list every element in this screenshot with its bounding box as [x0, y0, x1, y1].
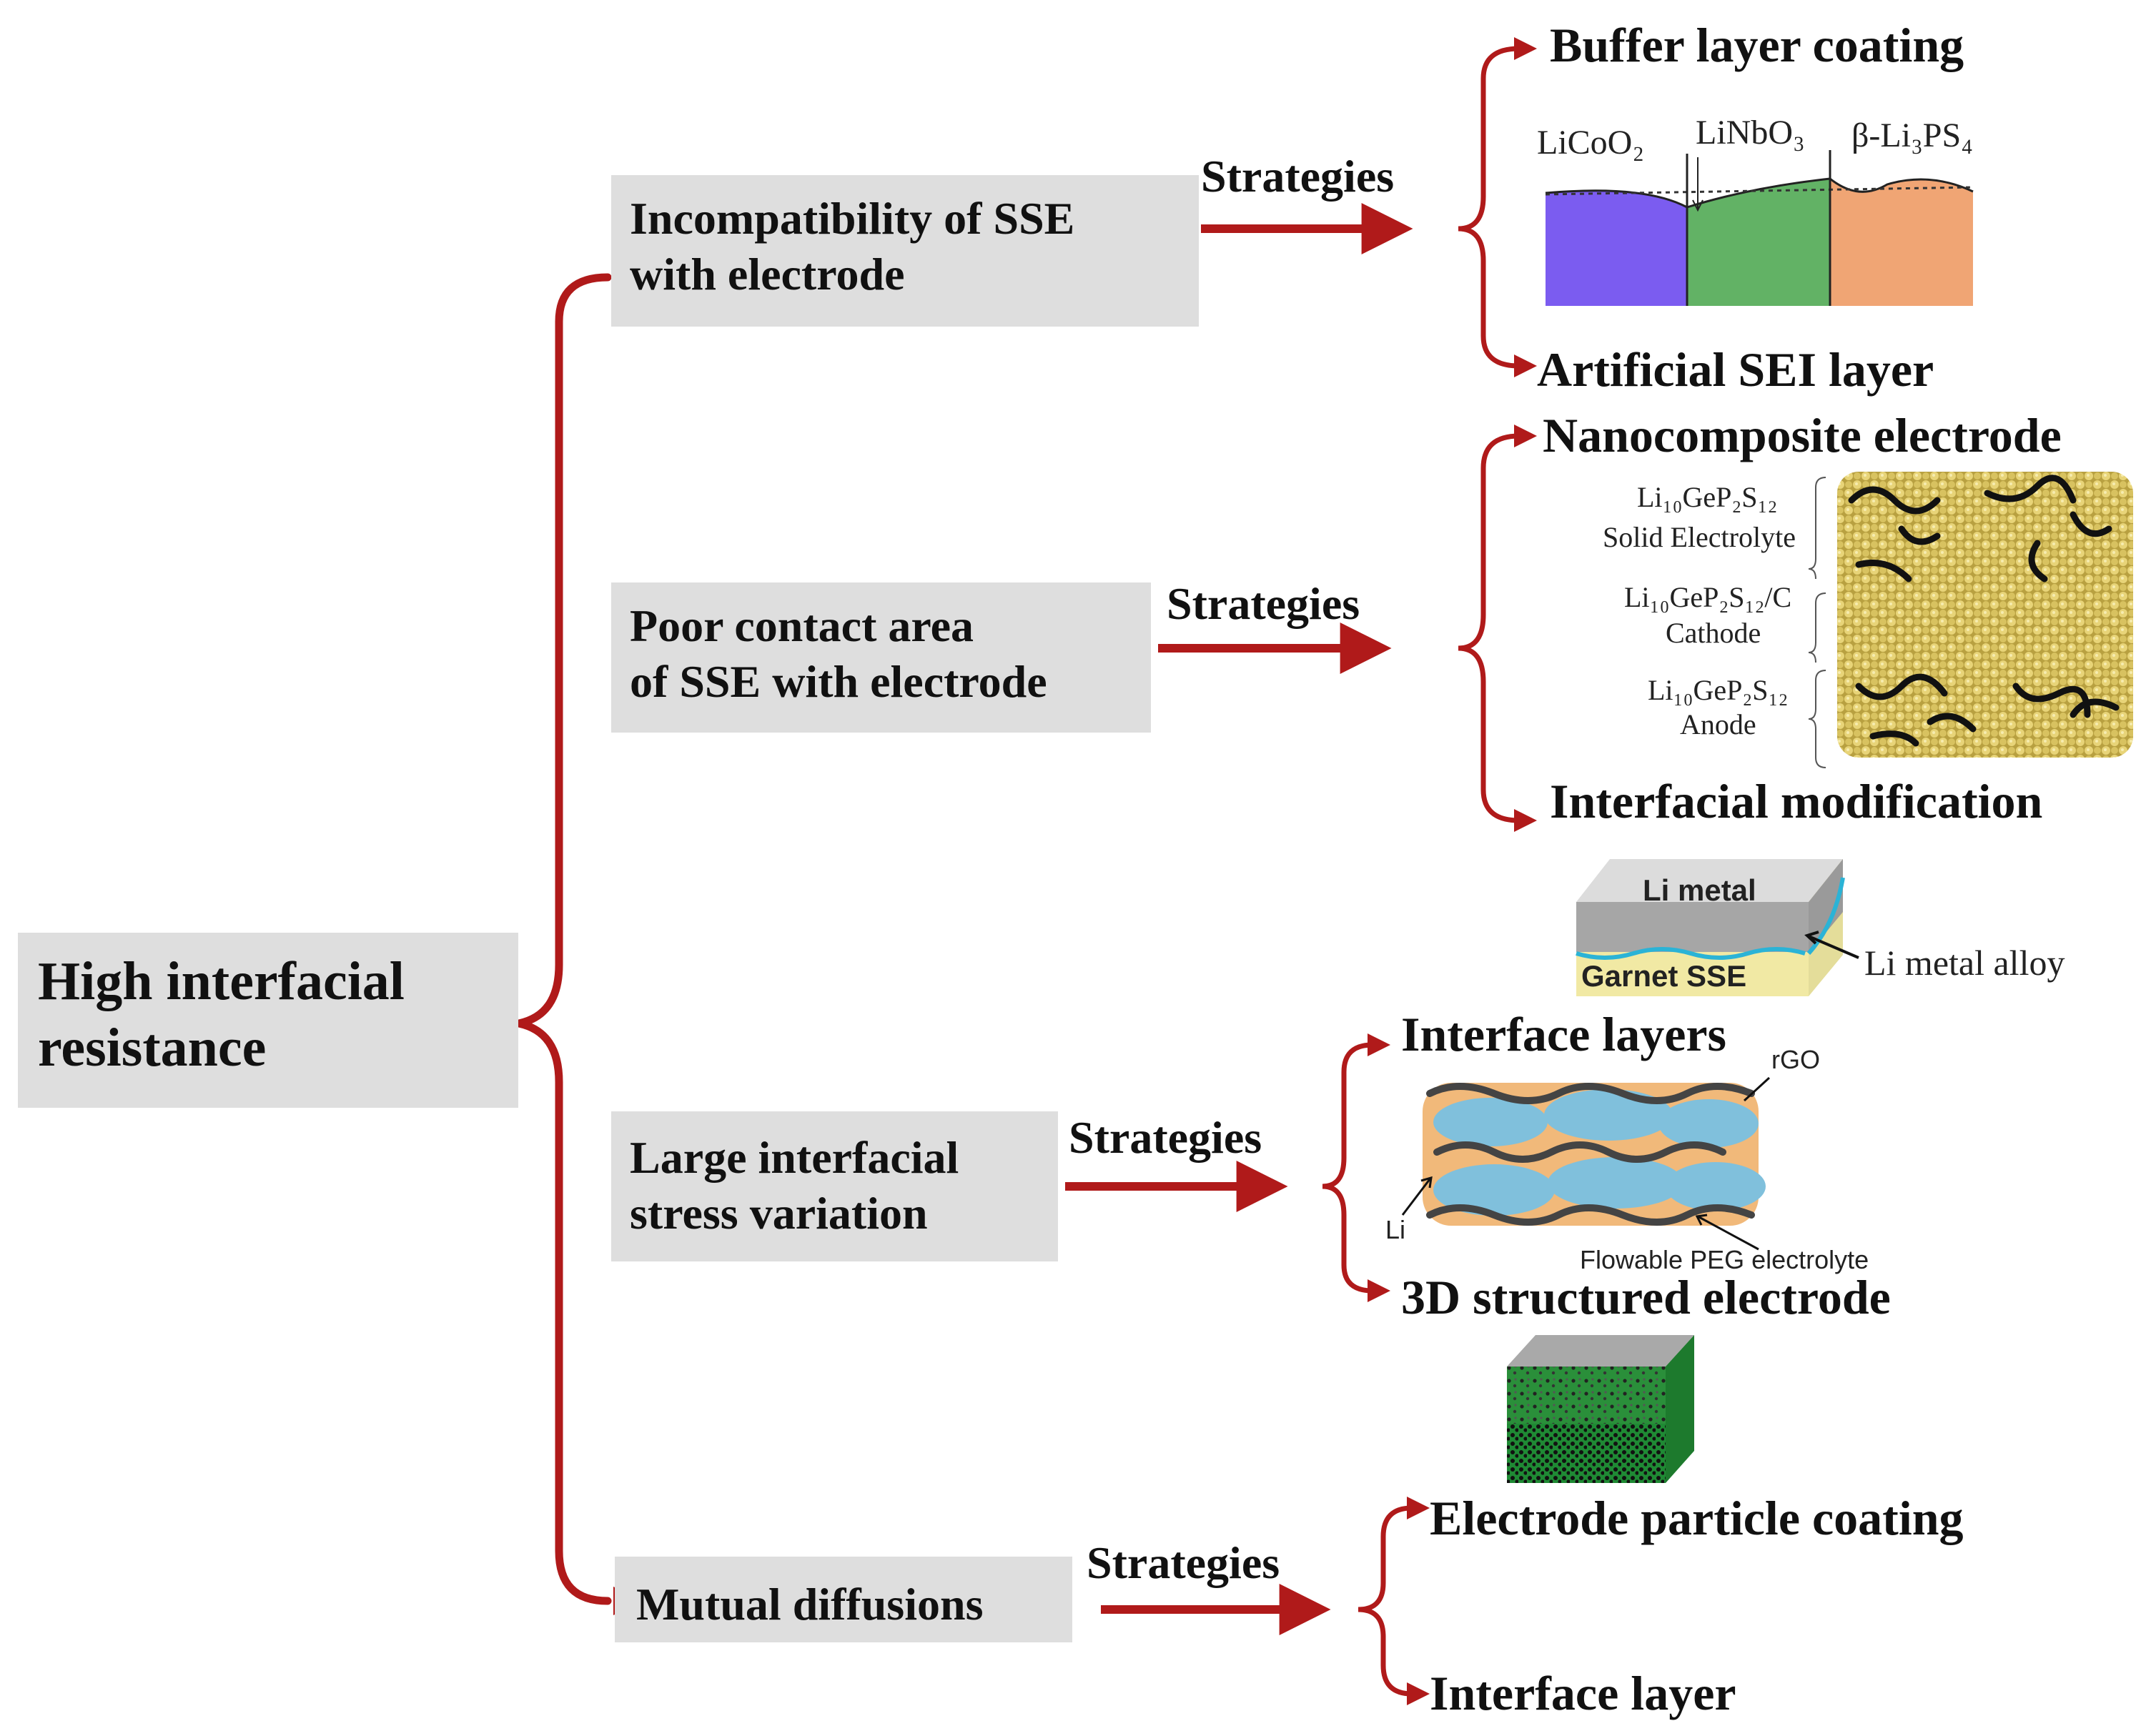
brace-1 [1458, 46, 1522, 369]
solution-nanocomposite-electrode: Nanocomposite electrode [1543, 408, 2062, 462]
label-cathode: Cathode [1666, 617, 1761, 649]
cause-box-contact-area: Poor contact area of SSE with electrode [611, 582, 1151, 733]
linbo3-region [1687, 179, 1830, 306]
solution-artificial-sei-layer: Artificial SEI layer [1537, 342, 1934, 397]
solution-buffer-layer-coating: Buffer layer coating [1550, 18, 1964, 72]
cause-3-line-2: stress variation [630, 1188, 928, 1239]
brace-3 [1322, 1042, 1375, 1294]
cause-1-line-1: Incompatibility of SSE [630, 193, 1075, 244]
cause-box-stress-variation: Large interfacial stress variation [611, 1111, 1058, 1261]
cause-box-incompatibility: Incompatibility of SSE with electrode [611, 175, 1199, 327]
li3ps4-region [1830, 179, 1973, 306]
root-line-2: resistance [38, 1017, 267, 1078]
label-li3ps4: β-Li₃PS₄ [1851, 116, 1973, 154]
label-anode-formula: Li₁₀GeP₂S₁₂ [1648, 674, 1789, 706]
label-garnet-sse: Garnet SSE [1581, 959, 1747, 993]
root-brace [518, 273, 612, 1605]
solution-interface-layers: Interface layers [1401, 1007, 1727, 1061]
label-li-metal: Li metal [1643, 873, 1756, 907]
cause-2-line-2: of SSE with electrode [630, 656, 1047, 708]
brace-2 [1458, 433, 1522, 823]
cause-3-line-1: Large interfacial [630, 1132, 959, 1183]
root-box: High interfacial resistance [18, 933, 518, 1108]
label-flowable-peg: Flowable PEG electrolyte [1580, 1245, 1869, 1274]
label-li: Li [1385, 1215, 1406, 1244]
solution-interfacial-modification: Interfacial modification [1550, 774, 2043, 828]
cause-2-line-1: Poor contact area [630, 600, 974, 651]
strategies-label-4: Strategies [1087, 1537, 1280, 1588]
cause-4-line-1: Mutual diffusions [636, 1579, 984, 1630]
diffusion-block-figure [1507, 1335, 1694, 1483]
rgo-li-figure [1401, 1076, 1771, 1251]
nanocomposite-figure [1808, 472, 2133, 768]
label-linbo3: LiNbO₃ [1696, 114, 1805, 152]
buffer-layer-figure [1545, 150, 1974, 306]
strategies-label-1: Strategies [1201, 151, 1395, 202]
licoo2-region [1546, 190, 1687, 306]
label-cathode-formula: Li₁₀GeP₂S₁₂/C [1624, 581, 1792, 613]
label-solid-electrolyte: Solid Electrolyte [1603, 521, 1796, 553]
strategies-label-2: Strategies [1167, 578, 1360, 629]
label-licoo2: LiCoO₂ [1537, 124, 1645, 162]
solution-interface-layer: Interface layer [1430, 1666, 1736, 1720]
label-electrolyte-formula: Li₁₀GeP₂S₁₂ [1637, 481, 1778, 513]
solution-3d-structured-electrode: 3D structured electrode [1401, 1270, 1891, 1324]
solution-electrode-particle-coating: Electrode particle coating [1430, 1491, 1964, 1545]
label-anode: Anode [1680, 708, 1756, 740]
root-line-1: High interfacial [38, 951, 405, 1011]
cause-box-mutual-diffusion: Mutual diffusions [615, 1557, 1072, 1642]
garnet-figure [1576, 859, 1859, 996]
label-rgo: rGO [1771, 1045, 1820, 1074]
cause-1-line-2: with electrode [630, 249, 905, 300]
brace-4 [1358, 1505, 1415, 1697]
strategies-label-3: Strategies [1069, 1112, 1262, 1163]
label-li-metal-alloy: Li metal alloy [1864, 943, 2065, 983]
